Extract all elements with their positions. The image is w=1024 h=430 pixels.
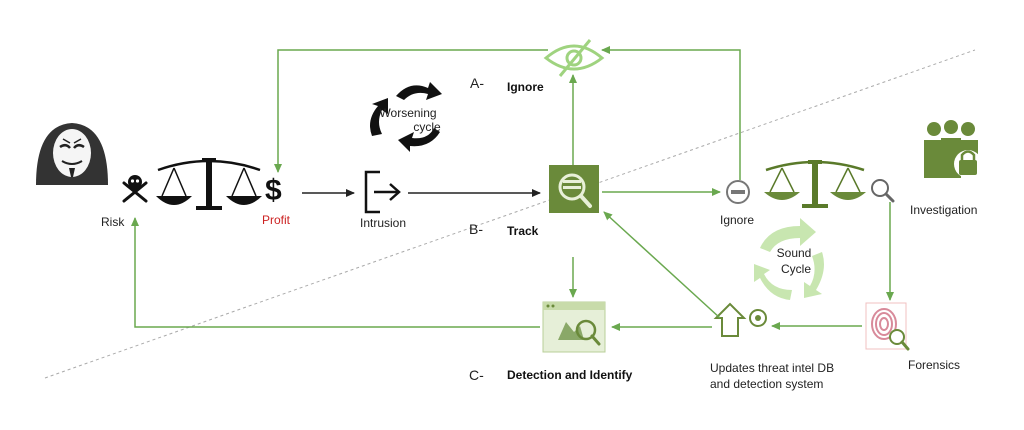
updates-label-2: and detection system	[710, 377, 823, 391]
option-c-label: Detection and Identify	[507, 368, 633, 382]
sound-cycle-label-1: Sound	[777, 246, 812, 260]
team-lock-icon	[924, 120, 982, 178]
arrow-stop-to-eye	[601, 46, 741, 180]
risk-profit-scale-icon	[156, 158, 262, 210]
dollar-icon: $	[265, 174, 282, 207]
exit-arrow-icon	[364, 170, 401, 214]
balance-scale-icon-right	[764, 160, 866, 208]
ignore-right-label: Ignore	[720, 213, 754, 227]
sound-cycle-arrows	[754, 218, 824, 300]
magnifier-track-icon	[549, 165, 599, 213]
stop-circle-icon	[726, 180, 750, 204]
updates-label-1: Updates threat intel DB	[710, 361, 834, 375]
profit-label: Profit	[262, 213, 291, 227]
anonymous-hacker-icon	[36, 123, 108, 185]
worsening-cycle-label-1: Worsening	[379, 106, 436, 120]
eye-slash-icon	[543, 39, 605, 77]
worsening-cycle-arrows	[370, 82, 442, 152]
forensics-label: Forensics	[908, 358, 960, 372]
risk-label: Risk	[101, 215, 125, 229]
sound-cycle-label-2: Cycle	[781, 262, 811, 276]
arrow-updates-to-track	[603, 211, 721, 319]
worsening-cycle-label-2: cycle	[413, 120, 441, 134]
option-a-letter: A-	[470, 75, 484, 91]
investigation-label: Investigation	[910, 203, 977, 217]
skull-crossbones-icon	[122, 175, 148, 203]
diagonal-divider	[44, 49, 976, 379]
magnifier-icon	[871, 179, 895, 203]
option-c-letter: C-	[469, 367, 484, 383]
option-a-label: Ignore	[507, 80, 544, 94]
update-arrow-icon	[713, 302, 767, 337]
arrow-eye-to-profit	[274, 49, 548, 173]
option-b-letter: B-	[469, 221, 483, 237]
fingerprint-icon	[865, 302, 910, 351]
arrow-detection-to-risk	[131, 217, 540, 328]
option-b-label: Track	[507, 224, 539, 238]
browser-detect-icon	[542, 301, 606, 353]
intrusion-label: Intrusion	[360, 216, 406, 230]
